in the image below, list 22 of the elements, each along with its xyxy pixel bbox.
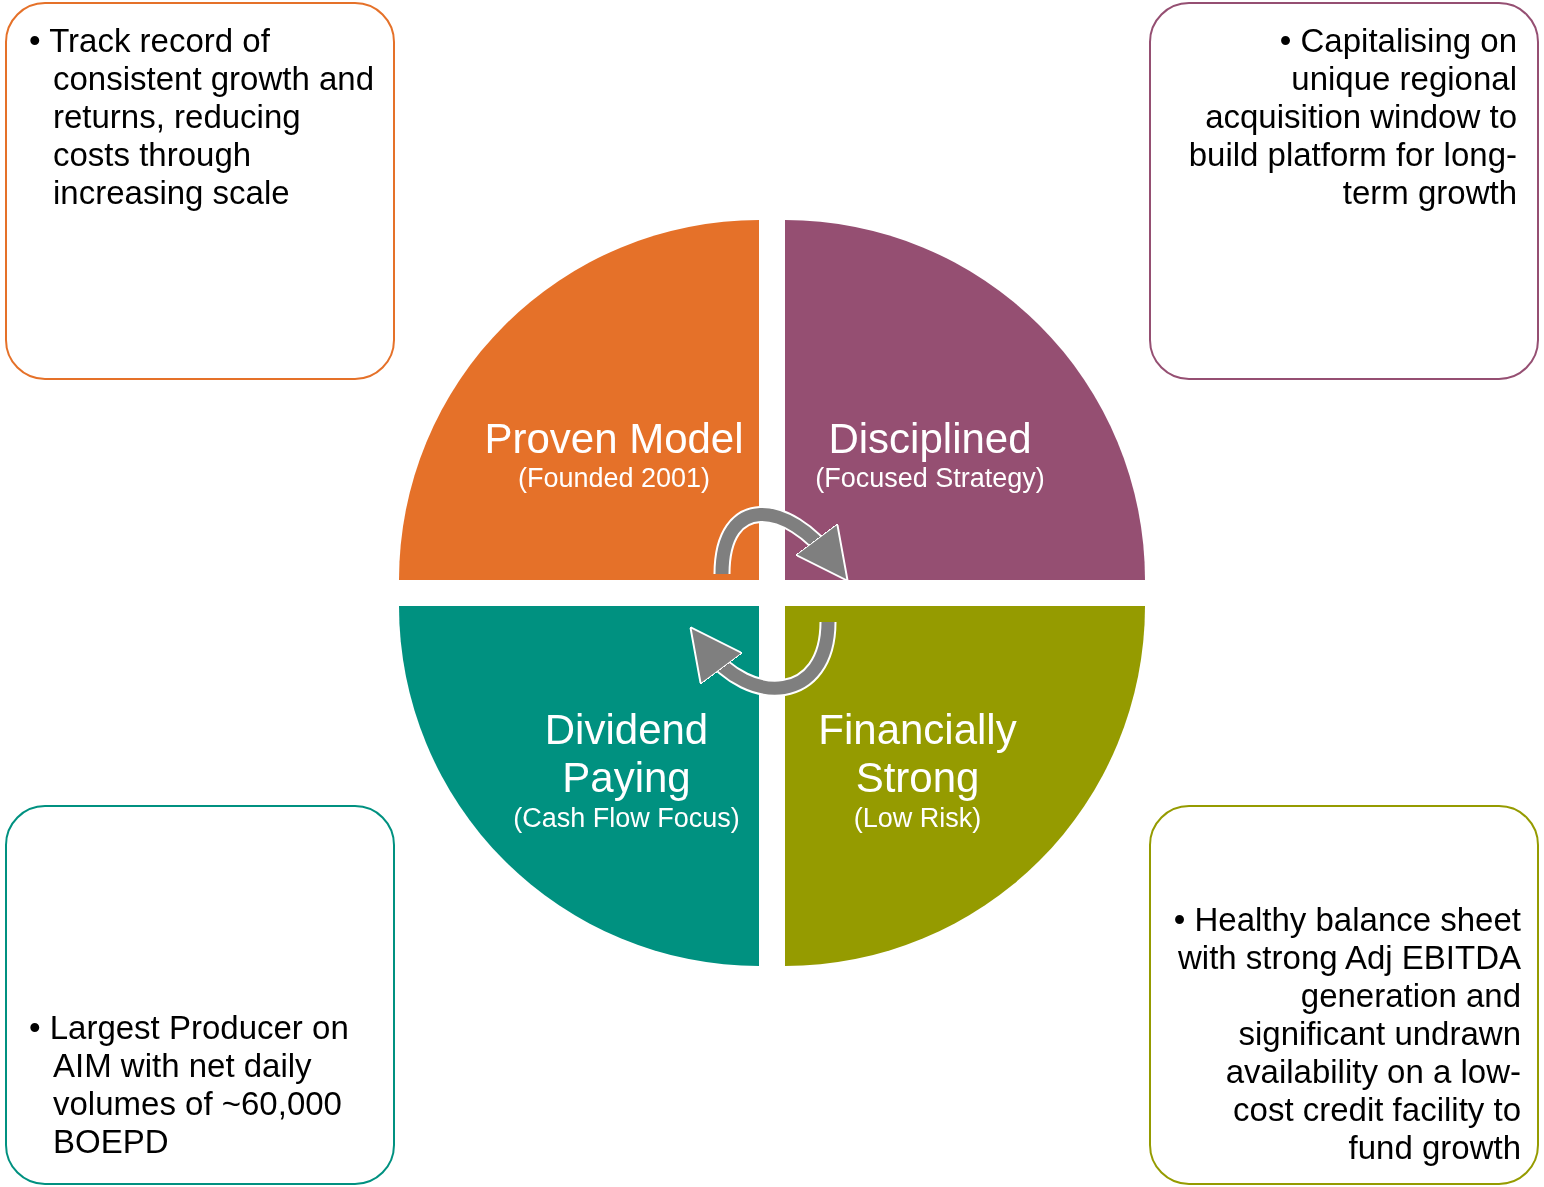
- segment-title: Disciplined: [827, 415, 1033, 464]
- callout-box: [1149, 2, 1539, 380]
- segment-title: Proven Model: [483, 415, 745, 464]
- callout-box: [5, 2, 395, 380]
- quadrant-segment: [399, 220, 759, 580]
- quadrant-segment: [785, 220, 1145, 580]
- segment-subtitle: (Focused Strategy): [814, 463, 1046, 495]
- segment-subtitle: (Cash Flow Focus): [512, 802, 741, 834]
- segment-subtitle: (Low Risk): [852, 802, 983, 834]
- bullet-text: • Largest Producer on AIM with net daily volumes of ~60,000 BOEPD: [29, 1009, 350, 1161]
- bullet-text: • Track record of consistent growth and returns, reducing costs through increasing scale: [29, 22, 376, 212]
- segment-title: Financially Strong: [817, 706, 1018, 803]
- segment-title: Dividend Paying: [543, 706, 710, 803]
- curved-arrow: [687, 621, 837, 697]
- callout-box: [1149, 805, 1539, 1185]
- quadrant-segment: [399, 606, 759, 966]
- callout-box: [5, 805, 395, 1185]
- curved-arrow: [713, 506, 850, 581]
- quadrant-segment: [785, 606, 1145, 966]
- bullet-text: • Healthy balance sheet with strong Adj EBITDA generation and significant undrawn availability on a low-cost credit facility to fund growth: [1172, 901, 1521, 1167]
- bullet-text: • Capitalising on unique regional acquisition window to build platform for long-term growth: [1187, 22, 1517, 212]
- segment-subtitle: (Founded 2001): [516, 463, 712, 495]
